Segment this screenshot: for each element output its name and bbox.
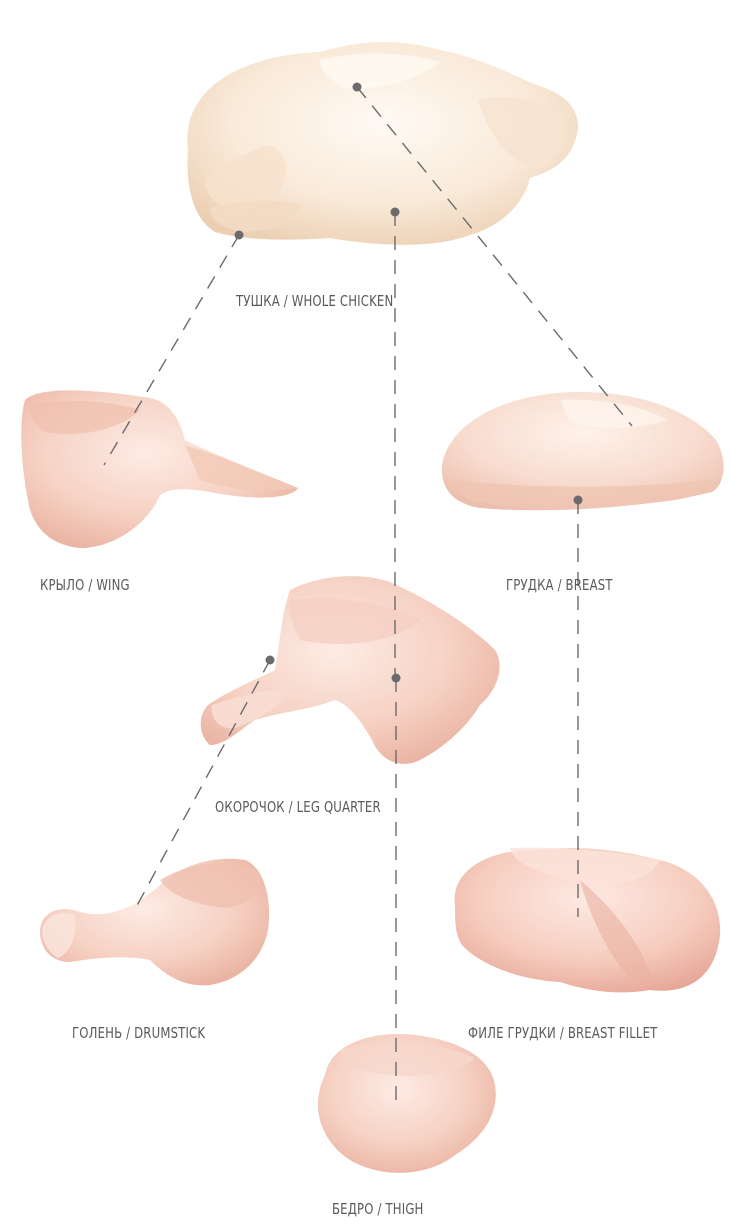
dot-whole-wing [235,231,244,240]
dot-leg-drumstick [266,656,275,665]
breast-fillet-image [455,848,721,993]
label-whole-chicken: ТУШКА / WHOLE CHICKEN [236,292,393,310]
dot-whole-leg [391,208,400,217]
thigh-image [318,1034,496,1173]
label-leg-quarter: ОКОРОЧОК / LEG QUARTER [215,798,381,816]
label-wing: КРЫЛО / WING [40,576,130,594]
drumstick-image [40,859,269,986]
dot-whole-breast [353,83,362,92]
leg-quarter-image [201,576,500,764]
wing-image [21,390,298,548]
label-thigh: БЕДРО / THIGH [332,1200,424,1218]
label-drumstick: ГОЛЕНЬ / DRUMSTICK [72,1024,205,1042]
breast-image [442,392,724,510]
whole-chicken-image [187,42,578,245]
label-breast-fillet: ФИЛЕ ГРУДКИ / BREAST FILLET [468,1024,657,1042]
label-breast: ГРУДКА / BREAST [506,576,613,594]
dot-leg-thigh [392,674,401,683]
dot-breast [574,496,583,505]
